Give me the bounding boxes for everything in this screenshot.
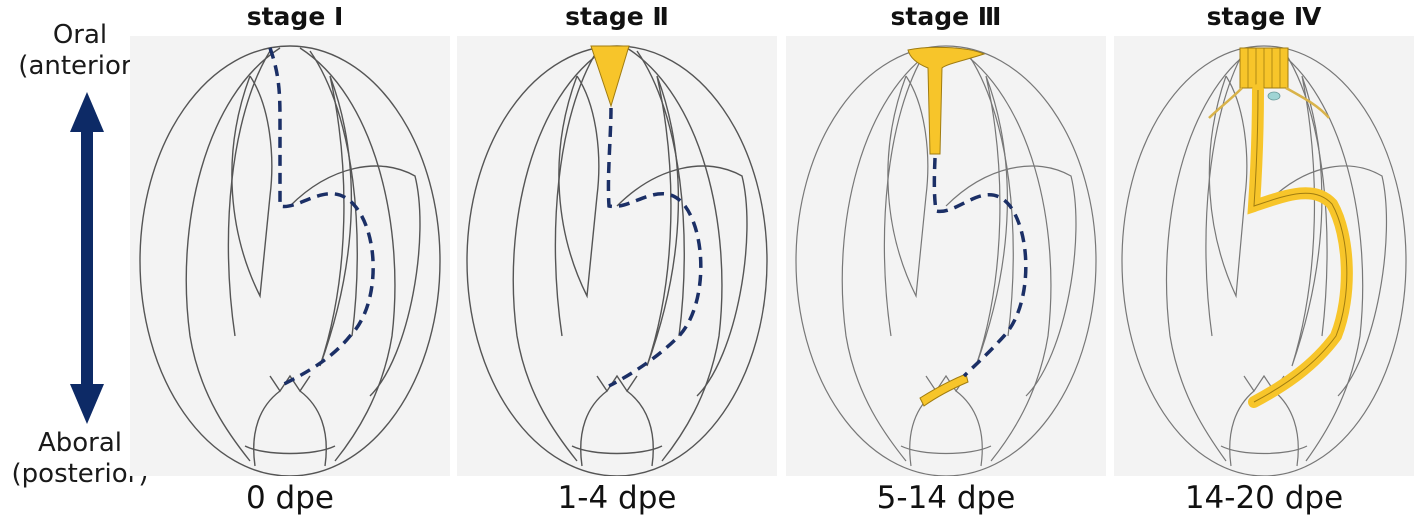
stage-title: stage Ⅱ xyxy=(565,2,669,31)
embryo-sketch-stage-1 xyxy=(130,36,450,476)
canal-solid-edge xyxy=(1253,89,1348,403)
oral-tissue-fill xyxy=(907,46,986,155)
arrow-down-head xyxy=(70,384,104,424)
stage-title: stage Ⅰ xyxy=(246,2,344,31)
tentacle-right xyxy=(1285,86,1330,119)
stage-panel-2: stage Ⅱ 1-4 dpe xyxy=(457,0,777,519)
stage-caption: 0 dpe xyxy=(245,480,334,516)
anterior-label: (anterior) xyxy=(18,51,142,81)
stage-title: stage Ⅳ xyxy=(1206,2,1322,31)
aboral-tissue-fill xyxy=(919,373,969,407)
stage-caption: 5-14 dpe xyxy=(876,480,1016,516)
tentacle-bud xyxy=(1267,91,1281,101)
embryo-outline xyxy=(466,45,768,476)
embryo-sketch-stage-4 xyxy=(1114,36,1414,476)
oral-label: Oral xyxy=(52,20,108,50)
posterior-label: (posterior) xyxy=(11,459,149,489)
stage-caption: 14-20 dpe xyxy=(1184,480,1344,516)
canal-dashed-line xyxy=(932,157,1028,378)
body-outline xyxy=(795,45,1097,476)
embryo-outline xyxy=(139,45,441,476)
stage-panel-4: stage Ⅳ 14-20 dpe xyxy=(1114,0,1414,519)
stage-panel-1: stage Ⅰ 0 dpe xyxy=(130,0,450,519)
body-outline xyxy=(139,45,441,476)
sketch-background xyxy=(130,36,450,476)
aboral-posterior-label: Aboral (posterior) xyxy=(0,428,160,490)
sketch-background xyxy=(457,36,777,476)
oral-tissue-fill xyxy=(1208,47,1330,119)
canal-dashed-line xyxy=(268,47,375,388)
sketch-background xyxy=(786,36,1106,476)
oral-fringe-lines xyxy=(1247,48,1281,88)
tentacle-left xyxy=(1208,87,1243,119)
embryo-sketch-stage-3 xyxy=(786,36,1106,476)
body-outline xyxy=(1121,45,1407,476)
stage-panel-3: stage Ⅲ 5-14 dpe xyxy=(786,0,1106,519)
stage-caption: 1-4 dpe xyxy=(557,480,677,516)
arrow-up-head xyxy=(70,92,104,132)
stage-title: stage Ⅲ xyxy=(890,2,1002,31)
canal-dashed-line xyxy=(606,107,703,388)
double-arrow-icon xyxy=(70,92,104,424)
arrow-shaft xyxy=(81,130,93,386)
oral-tissue-fill xyxy=(590,45,630,108)
sketch-background xyxy=(1114,36,1414,476)
oral-anterior-label: Oral (anterior) xyxy=(0,20,160,82)
embryo-outline xyxy=(1121,45,1407,476)
embryo-sketch-stage-2 xyxy=(457,36,777,476)
orientation-axis: Oral (anterior) Aboral (posterior) xyxy=(0,0,160,519)
aboral-label: Aboral xyxy=(37,428,123,458)
